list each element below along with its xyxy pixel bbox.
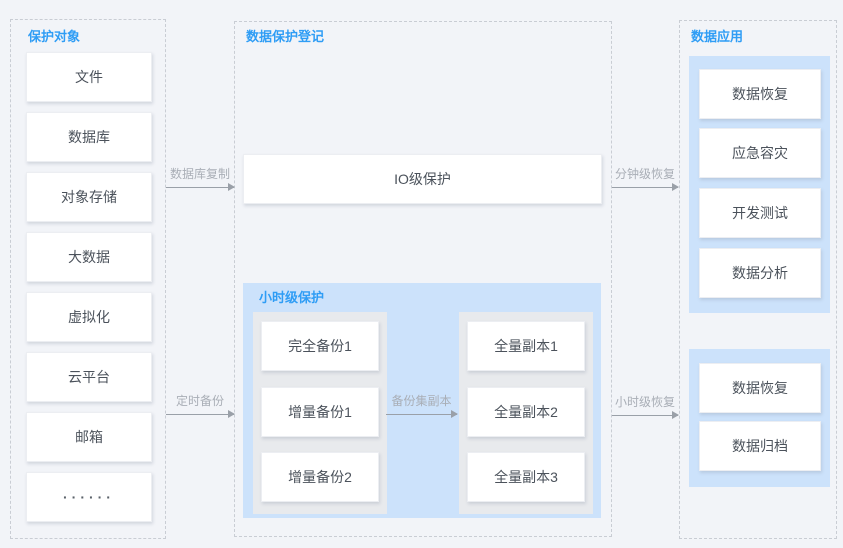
protect-object-item-virtualization: 虚拟化 — [26, 292, 152, 342]
arrow-backup-set-copy-line — [386, 410, 458, 418]
replica-item-full-2: 全量副本2 — [467, 387, 585, 437]
protect-object-item-object-storage: 对象存储 — [26, 172, 152, 222]
arrow-minute-recovery-line — [612, 183, 679, 191]
arrow-db-replication-line — [166, 183, 235, 191]
protect-object-item-database: 数据库 — [26, 112, 152, 162]
arrow-hour-recovery-line — [612, 411, 679, 419]
app-item-dev-test: 开发测试 — [699, 188, 821, 238]
protect-object-item-big-data: 大数据 — [26, 232, 152, 282]
protect-object-item-ellipsis: ······ — [26, 472, 152, 522]
arrow-scheduled-backup-label: 定时备份 — [175, 394, 224, 408]
arrow-scheduled-backup: 定时备份 — [166, 394, 235, 418]
app-item-data-archive: 数据归档 — [699, 421, 821, 471]
protect-object-item-cloud-platform: 云平台 — [26, 352, 152, 402]
replica-item-full-3: 全量副本3 — [467, 452, 585, 502]
arrow-db-replication-label: 数据库复制 — [169, 167, 230, 181]
backup-item-full-1: 完全备份1 — [261, 321, 379, 371]
app-item-data-analysis: 数据分析 — [699, 248, 821, 298]
arrow-backup-set-copy-label: 备份集副本 — [391, 394, 452, 408]
backup-item-incr-1: 增量备份1 — [261, 387, 379, 437]
arrow-db-replication: 数据库复制 — [166, 167, 235, 191]
arrow-backup-set-copy: 备份集副本 — [386, 394, 458, 418]
panel-data-protection — [234, 21, 612, 537]
app-item-data-recovery-2: 数据恢复 — [699, 363, 821, 413]
panel-data-apps-title: 数据应用 — [691, 29, 744, 44]
backup-item-incr-2: 增量备份2 — [261, 452, 379, 502]
arrow-minute-recovery: 分钟级恢复 — [612, 167, 679, 191]
panel-data-protection-title: 数据保护登记 — [246, 29, 325, 44]
protect-object-item-file: 文件 — [26, 52, 152, 102]
panel-data-apps — [679, 20, 837, 539]
replica-item-full-1: 全量副本1 — [467, 321, 585, 371]
io-level-protection-box: IO级保护 — [243, 154, 602, 204]
app-item-data-recovery-1: 数据恢复 — [699, 69, 821, 119]
arrow-hour-recovery: 小时级恢复 — [612, 395, 679, 419]
arrow-hour-recovery-label: 小时级恢复 — [614, 395, 675, 409]
panel-protect-objects-title: 保护对象 — [28, 29, 81, 44]
panel-protect-objects — [10, 19, 166, 539]
arrow-scheduled-backup-line — [166, 410, 235, 418]
app-item-disaster-recovery: 应急容灾 — [699, 128, 821, 178]
protect-object-item-mailbox: 邮箱 — [26, 412, 152, 462]
hour-level-protection-title: 小时级保护 — [259, 290, 325, 305]
arrow-minute-recovery-label: 分钟级恢复 — [614, 167, 675, 181]
